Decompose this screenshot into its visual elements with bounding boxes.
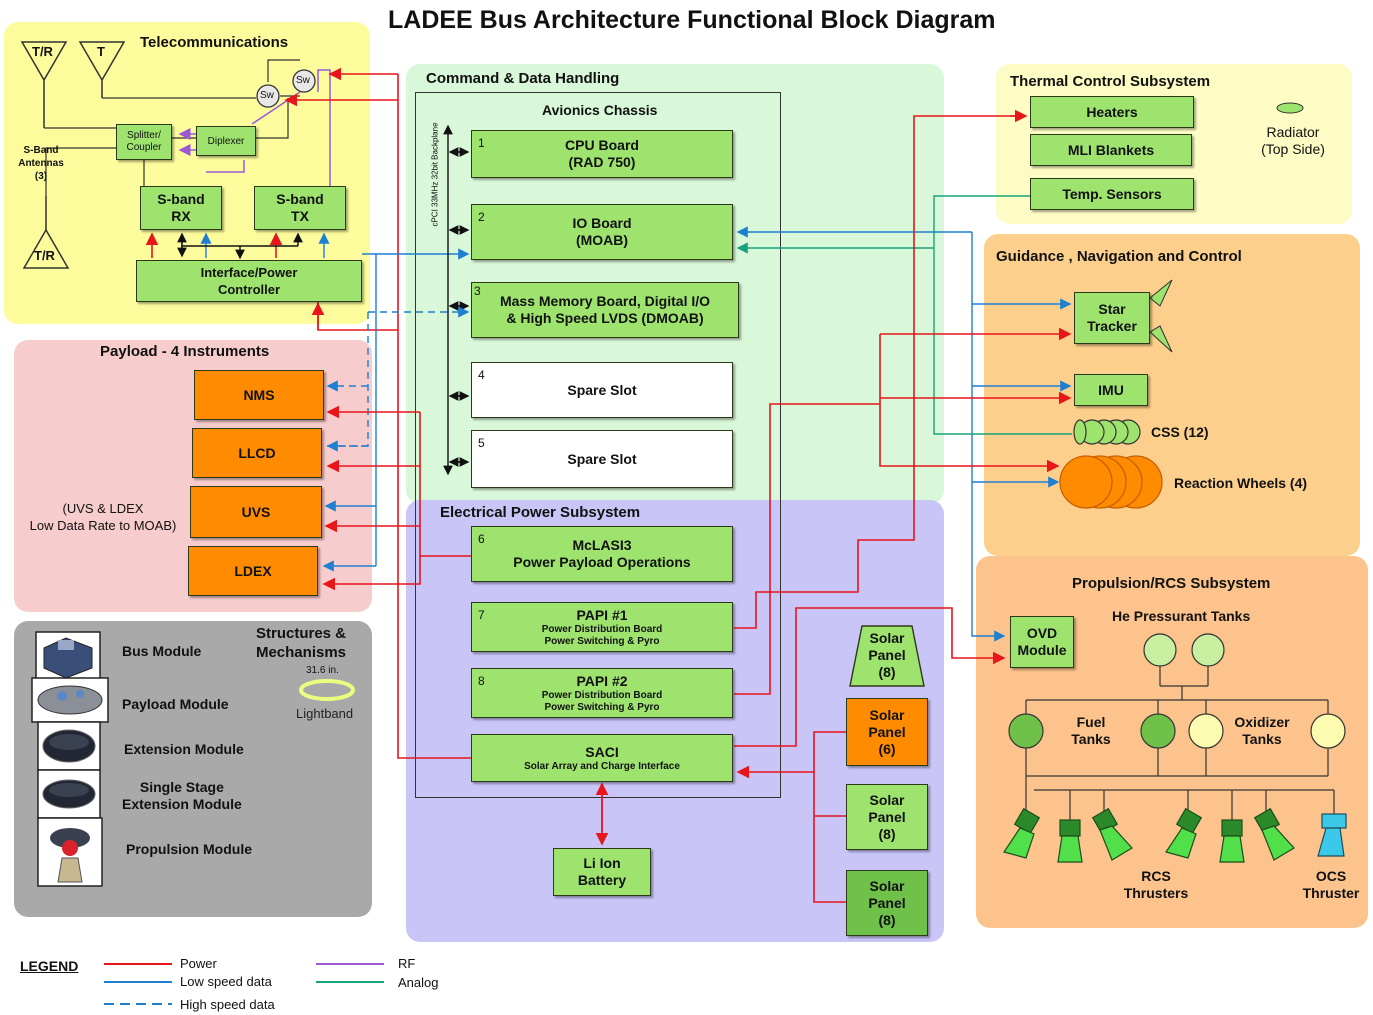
bus-module-label: Bus Module: [122, 643, 202, 659]
cpu-board-box: 1 CPU Board (RAD 750): [471, 130, 733, 178]
mclasi3-box: 6 McLASI3 Power Payload Operations: [471, 526, 733, 582]
llcd-box: LLCD: [192, 428, 322, 478]
splitter-coupler-box: Splitter/ Coupler: [116, 124, 172, 160]
radiator-label: Radiator (Top Side): [1261, 124, 1325, 157]
sband-rx-box: S-band RX: [140, 186, 222, 230]
avionics-chassis-title: Avionics Chassis: [542, 102, 658, 118]
antenna-tr2-icon: [22, 196, 70, 269]
mass-memory-board-box: 3 Mass Memory Board, Digital I/O & High …: [471, 282, 739, 338]
he-tanks-label: He Pressurant Tanks: [1112, 608, 1251, 624]
backplane-label: cPCI 33MHz 32bit Backplane: [430, 122, 440, 227]
ocs-thruster-icon: [1317, 813, 1347, 857]
ovd-module-box: OVD Module: [1010, 616, 1074, 668]
lightband-icon: [299, 679, 355, 701]
ocs-thruster-label: OCS Thruster: [1302, 868, 1360, 901]
antenna-tr1-label: T/R: [32, 44, 53, 59]
io-board-box: 2 IO Board (MOAB): [471, 204, 733, 260]
rcs-thrusters-icon: [1003, 807, 1295, 863]
nms-box: NMS: [194, 370, 324, 420]
li-ion-battery-box: Li Ion Battery: [553, 848, 651, 896]
solar-panel-2-box: Solar Panel (6): [846, 698, 928, 766]
interface-power-controller-box: Interface/Power Controller: [136, 260, 362, 302]
antenna-tr1-icon: [20, 41, 68, 128]
oxidizer-tanks-label: Oxidizer Tanks: [1234, 714, 1290, 747]
payload-note: (UVS & LDEX Low Data Rate to MOAB): [29, 501, 177, 533]
star-tracker-baffle-bottom-icon: [1149, 325, 1173, 353]
oxidizer-tank-2-icon: [1310, 713, 1346, 749]
fuel-tank-2-icon: [1140, 713, 1176, 749]
lightband-size-label: 31.6 in.: [306, 665, 339, 676]
radiator-icon: [1276, 102, 1304, 114]
gnc-title: Guidance , Navigation and Control: [996, 248, 1242, 265]
papi1-box: 7 PAPI #1 Power Distribution Board Power…: [471, 602, 733, 652]
fuel-tank-1-icon: [1008, 713, 1044, 749]
uvs-box: UVS: [190, 486, 322, 538]
solar-panel-4-box: Solar Panel (8): [846, 870, 928, 936]
reaction-wheels-icon: [1059, 455, 1163, 509]
rcs-thrusters-label: RCS Thrusters: [1123, 868, 1189, 901]
spare-slot-5-box: 5 Spare Slot: [471, 430, 733, 488]
heaters-box: Heaters: [1030, 96, 1194, 128]
papi2-box: 8 PAPI #2 Power Distribution Board Power…: [471, 668, 733, 718]
extension-module-label: Extension Module: [124, 741, 244, 757]
propulsion-module-label: Propulsion Module: [126, 841, 252, 857]
telecom-title: Telecommunications: [140, 34, 289, 51]
diagram-title: LADEE Bus Architecture Functional Block …: [388, 6, 996, 34]
avionics-chassis-frame: [415, 92, 781, 798]
switch2-icon: [292, 69, 316, 93]
payload-module-label: Payload Module: [122, 696, 229, 712]
extension-module-icon: [37, 721, 101, 771]
switch2-label: Sw: [296, 75, 310, 86]
antenna-tr2-label: T/R: [34, 248, 55, 263]
legend-power-label: Power: [180, 956, 217, 971]
sband-tx-box: S-band TX: [254, 186, 346, 230]
ldex-box: LDEX: [188, 546, 318, 596]
switch1-label: Sw: [260, 90, 274, 101]
propulsion-module-icon: [37, 817, 103, 887]
antenna-t-label: T: [97, 44, 105, 59]
reaction-wheels-label: Reaction Wheels (4): [1174, 475, 1308, 491]
solar-panel-1-label: Solar Panel (8): [868, 630, 906, 680]
legend-low-speed-label: Low speed data: [180, 974, 272, 989]
oxidizer-tank-1-icon: [1188, 713, 1224, 749]
legend-analog-label: Analog: [398, 975, 439, 990]
payload-module-icon: [31, 677, 109, 723]
cdh-title: Command & Data Handling: [426, 70, 620, 87]
spare-slot-4-box: 4 Spare Slot: [471, 362, 733, 418]
he-tank-2-icon: [1191, 633, 1225, 667]
eps-title: Electrical Power Subsystem: [440, 504, 641, 521]
star-tracker-box: Star Tracker: [1074, 292, 1150, 344]
payload-title: Payload - 4 Instruments: [100, 343, 270, 360]
switch1-icon: [256, 84, 280, 108]
thermal-title: Thermal Control Subsystem: [1010, 73, 1211, 90]
legend-title: LEGEND: [20, 958, 79, 974]
he-tank-1-icon: [1143, 633, 1177, 667]
structures-title: Structures & Mechanisms: [255, 625, 347, 661]
mli-blankets-box: MLI Blankets: [1030, 134, 1192, 166]
css-label: CSS (12): [1151, 424, 1209, 440]
temp-sensors-box: Temp. Sensors: [1030, 178, 1194, 210]
single-stage-extension-module-icon: [37, 769, 101, 819]
fuel-tanks-label: Fuel Tanks: [1071, 714, 1111, 747]
solar-panel-trapezoid: [849, 625, 925, 687]
saci-box: SACI Solar Array and Charge Interface: [471, 734, 733, 782]
css-sensors-icon: [1073, 419, 1141, 445]
antennas-label: S-Band Antennas (3): [18, 145, 64, 182]
lightband-label: Lightband: [296, 706, 354, 721]
single-stage-module-label: Single Stage Extension Module: [122, 779, 242, 812]
legend-rf-label: RF: [398, 956, 416, 971]
gnc-region: [984, 234, 1360, 556]
prop-title: Propulsion/RCS Subsystem: [1072, 575, 1271, 592]
antenna-t-icon: [78, 41, 126, 98]
star-tracker-baffle-top-icon: [1149, 279, 1173, 307]
imu-box: IMU: [1074, 374, 1148, 406]
bus-module-icon: [35, 631, 101, 681]
legend-high-speed-label: High speed data: [180, 997, 275, 1012]
diplexer-box: Diplexer: [196, 126, 256, 156]
solar-panel-3-box: Solar Panel (8): [846, 784, 928, 850]
